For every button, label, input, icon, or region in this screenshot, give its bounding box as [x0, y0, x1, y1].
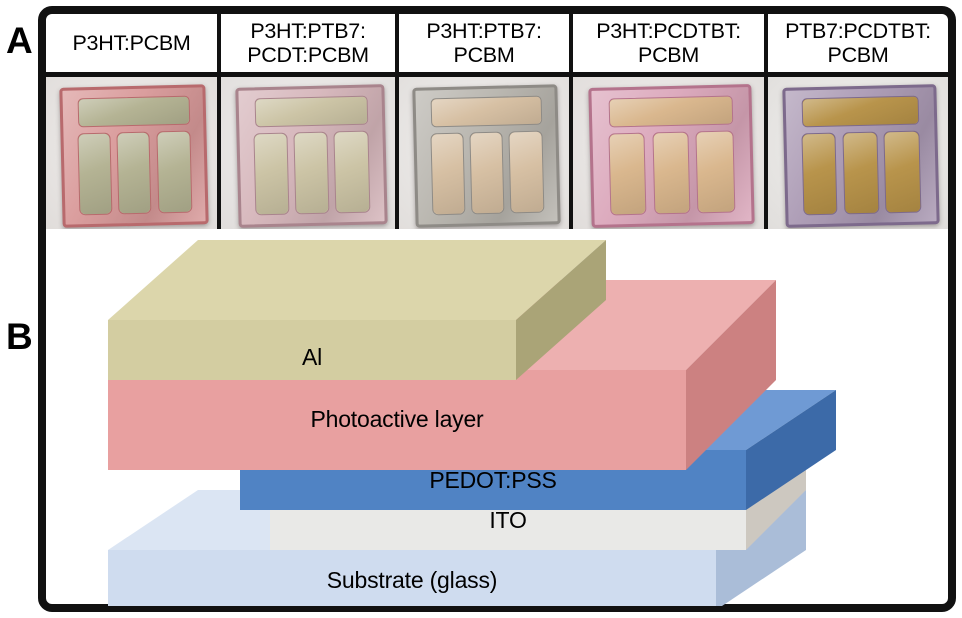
top-electrode-bar-0: [78, 95, 191, 128]
electrode-gloss: [78, 133, 112, 215]
column-header-2: P3HT:PTB7:PCBM: [399, 14, 573, 72]
device-chip-0: [59, 84, 210, 228]
electrode-strip-1-2: [293, 131, 329, 215]
top-electrode-bar-4: [802, 95, 920, 128]
column-header-1: P3HT:PTB7:PCDT:PCBM: [221, 14, 399, 72]
substrate-front-face: [108, 550, 716, 606]
electrode-gloss: [157, 131, 192, 213]
device-chip-1: [234, 84, 388, 228]
panel-a-device-photos: P3HT:PCBM P3HT:PTB7:PCDT:PCBM P3HT:PTB7:…: [46, 14, 948, 229]
electrode-gloss: [432, 96, 542, 127]
layer-label-ito: ITO: [489, 507, 527, 533]
electrode-strip-0-1: [77, 132, 113, 216]
column-header-3: P3HT:PCDTBT:PCBM: [573, 14, 768, 72]
column-header-0: P3HT:PCBM: [46, 14, 221, 72]
layer-label-pedot-pss: PEDOT:PSS: [429, 467, 557, 493]
electrode-gloss: [609, 133, 646, 215]
device-chip-2: [412, 84, 562, 228]
photoactive-front-face: [108, 370, 686, 470]
electrode-strip-4-1: [801, 132, 838, 216]
device-photo-cell-1: [221, 77, 399, 229]
panel-b-device-structure: Al Photoactive layer PEDOT:PSS ITO Subst…: [46, 234, 948, 606]
electrode-strip-1-1: [253, 132, 289, 216]
panel-label-b: B: [6, 316, 33, 357]
substrate-side-face: [716, 490, 806, 606]
electrode-strip-4-2: [842, 131, 880, 215]
electrode-gloss: [843, 132, 879, 214]
device-photo-cell-3: [573, 77, 768, 229]
electrode-gloss: [610, 96, 733, 127]
electrode-strip-2-1: [430, 132, 466, 216]
electrode-strip-3-2: [652, 131, 691, 215]
panel-a-header-row: P3HT:PCBM P3HT:PTB7:PCDT:PCBM P3HT:PTB7:…: [46, 14, 948, 77]
top-electrode-bar-2: [431, 95, 543, 128]
layer-al: [108, 240, 606, 380]
panel-a-photo-row: [46, 77, 948, 229]
electrode-gloss: [803, 96, 919, 127]
top-electrode-bar-1: [253, 95, 368, 128]
layer-label-substrate: Substrate (glass): [326, 567, 498, 593]
device-photo-cell-4: [768, 77, 948, 229]
electrode-gloss: [79, 96, 190, 127]
electrode-gloss: [254, 96, 367, 127]
electrode-gloss: [885, 131, 921, 213]
electrode-gloss: [696, 131, 735, 213]
electrode-strip-2-2: [469, 131, 505, 215]
electrode-strip-2-3: [508, 130, 545, 214]
electrode-gloss: [118, 132, 151, 214]
electrode-gloss: [334, 131, 370, 213]
device-photo-cell-2: [399, 77, 573, 229]
electrode-strip-1-3: [333, 130, 371, 214]
layer-stack-diagram: [108, 240, 836, 606]
electrode-strip-4-3: [883, 130, 922, 214]
electrode-gloss: [254, 133, 288, 215]
top-electrode-bar-3: [608, 95, 734, 128]
electrode-strip-3-3: [695, 130, 736, 214]
device-photo-cell-0: [46, 77, 221, 229]
electrode-gloss: [294, 132, 328, 214]
electrode-gloss: [802, 133, 837, 215]
photoactive-side-face: [686, 280, 776, 470]
al-front-face: [108, 320, 516, 380]
pedot-side-face: [746, 390, 836, 510]
layer-label-al: Al: [301, 344, 323, 370]
device-chip-3: [588, 84, 755, 228]
device-chip-4: [782, 84, 940, 228]
layer-label-photoactive: Photoactive layer: [310, 406, 484, 432]
panel-label-a: A: [6, 20, 33, 61]
electrode-strip-0-2: [117, 131, 152, 215]
electrode-gloss: [470, 132, 504, 214]
column-header-4: PTB7:PCDTBT:PCBM: [785, 18, 931, 67]
electrode-strip-0-3: [156, 130, 193, 214]
electrode-gloss: [431, 133, 465, 215]
electrode-strip-3-1: [608, 132, 647, 216]
al-side-face: [516, 240, 606, 380]
electrode-gloss: [653, 132, 690, 214]
al-top-face: [108, 240, 606, 320]
electrode-gloss: [509, 131, 544, 213]
